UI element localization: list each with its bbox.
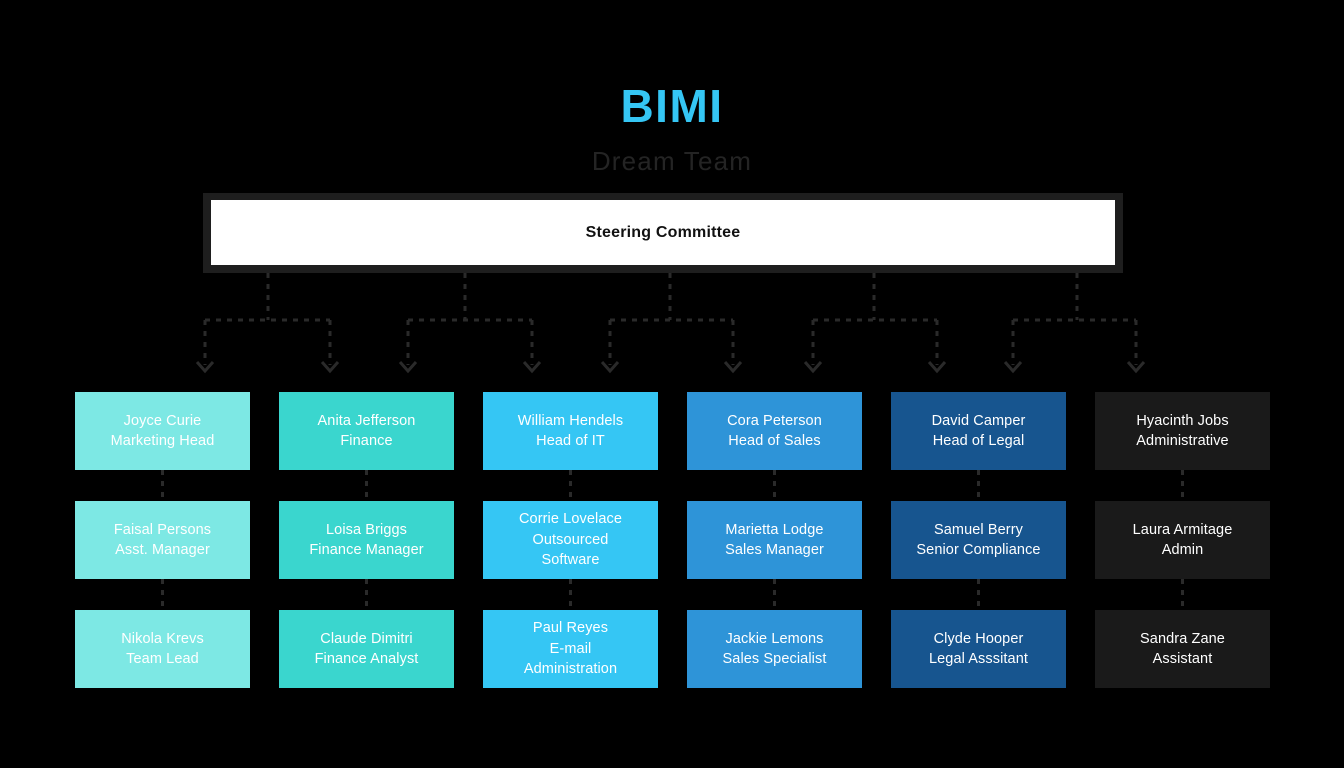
member-role: Administrative [1136, 433, 1229, 449]
member-role: Marketing Head [110, 433, 215, 449]
member-name: Joyce Curie [123, 412, 202, 429]
member-name: Nikola Krevs [121, 630, 204, 647]
member-name: Marietta Lodge [725, 521, 824, 538]
member-role: Finance Analyst [314, 651, 419, 667]
member-role: Head of Legal [932, 433, 1025, 449]
connector-arrow [1003, 361, 1023, 374]
member-name: Corrie Lovelace [518, 511, 623, 528]
connector-arrow [1126, 361, 1146, 374]
member-name: Loisa Briggs [326, 521, 407, 538]
member-role: Head of IT [536, 433, 605, 449]
connector-arrow [522, 361, 542, 374]
member-role: Admin [1161, 542, 1204, 558]
connector-arrow [600, 361, 620, 374]
connector-arrow [320, 361, 340, 374]
member-role-line2: Administration [523, 661, 618, 678]
member-role: Asst. Manager [115, 542, 210, 558]
connector-arrow [927, 361, 947, 374]
connector-arrow [398, 361, 418, 374]
member-role: Sales Specialist [722, 651, 827, 667]
member-role: Head of Sales [728, 433, 821, 449]
page-title: BIMI [620, 80, 724, 132]
member-name: Clyde Hooper [933, 630, 1024, 647]
member-role: Finance [340, 433, 393, 449]
member-name: Hyacinth Jobs [1136, 412, 1229, 429]
member-name: David Camper [931, 412, 1026, 429]
member-role: Legal Asssitant [928, 651, 1029, 667]
connector-arrow [723, 361, 743, 374]
steering-committee-label: Steering Committee [585, 223, 741, 241]
member-role: Assistant [1152, 651, 1213, 667]
steering-committee-box: Steering Committee [211, 200, 1115, 265]
member-role-line2: Software [541, 552, 600, 569]
member-name: Anita Jefferson [317, 412, 416, 429]
member-name: Faisal Persons [113, 521, 212, 538]
member-name: Claude Dimitri [320, 630, 413, 647]
connector-arrow [803, 361, 823, 374]
member-name: Sandra Zane [1140, 630, 1225, 647]
member-role: Team Lead [126, 651, 199, 667]
member-name: Cora Peterson [727, 412, 822, 429]
member-name: Paul Reyes [532, 620, 609, 637]
connector-arrow [195, 361, 215, 374]
member-role: Outsourced [532, 531, 609, 548]
member-role: Sales Manager [725, 542, 824, 558]
steering-committee-node[interactable]: Steering Committee [203, 193, 1123, 273]
member-role: E-mail [549, 640, 592, 657]
member-name: William Hendels [517, 412, 624, 429]
member-name: Laura Armitage [1132, 521, 1233, 538]
member-name: Jackie Lemons [725, 630, 824, 647]
member-role: Finance Manager [309, 542, 424, 558]
member-name: Samuel Berry [933, 521, 1024, 538]
member-role: Senior Compliance [916, 542, 1041, 558]
page-subtitle: Dream Team [591, 146, 753, 176]
